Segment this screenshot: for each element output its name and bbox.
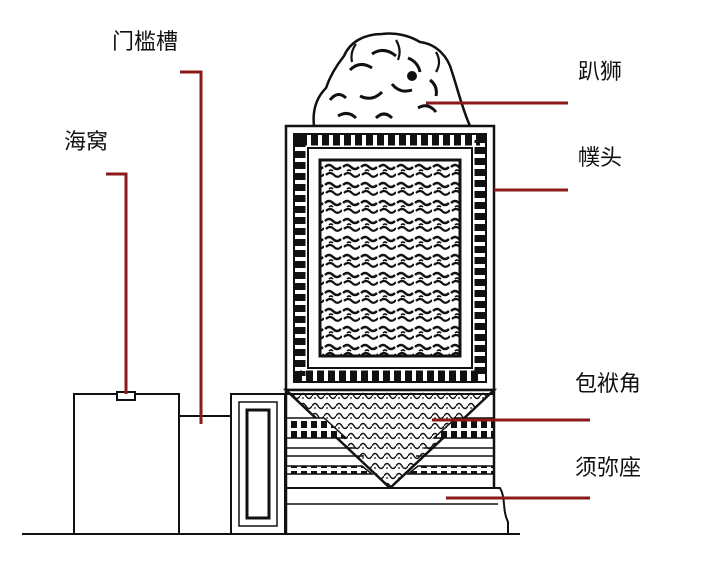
- pashi-eye: [407, 71, 417, 81]
- gate-panel-core: [245, 408, 271, 520]
- fret-band: [294, 134, 486, 382]
- label-xumizuo: 须弥座: [575, 456, 642, 481]
- pashi-mane: [350, 39, 441, 73]
- xumizuo-band-lower-right: [405, 465, 495, 475]
- threshold-slot-block: [178, 415, 232, 535]
- label-haiwo: 海窝: [64, 130, 109, 155]
- pashi-texture: [328, 49, 438, 120]
- carved-panel: [318, 158, 462, 358]
- label-menkancao: 门槛槽: [112, 30, 179, 55]
- label-baofujiao: 包袱角: [575, 372, 642, 397]
- label-putou: 幞头: [578, 146, 623, 171]
- pashi-lion: [312, 32, 472, 128]
- haiwo-block: [73, 393, 180, 535]
- putou-border-outer: [293, 133, 487, 383]
- label-pashi: 趴狮: [578, 60, 623, 85]
- xumizuo-plinth: [285, 487, 509, 535]
- leader-haiwo: [106, 172, 128, 394]
- baofujiao-cloth: [282, 388, 498, 490]
- leader-menkancao: [180, 70, 203, 424]
- xumizuo-band-lower-left: [285, 465, 375, 475]
- fret-inner-line: [307, 147, 473, 369]
